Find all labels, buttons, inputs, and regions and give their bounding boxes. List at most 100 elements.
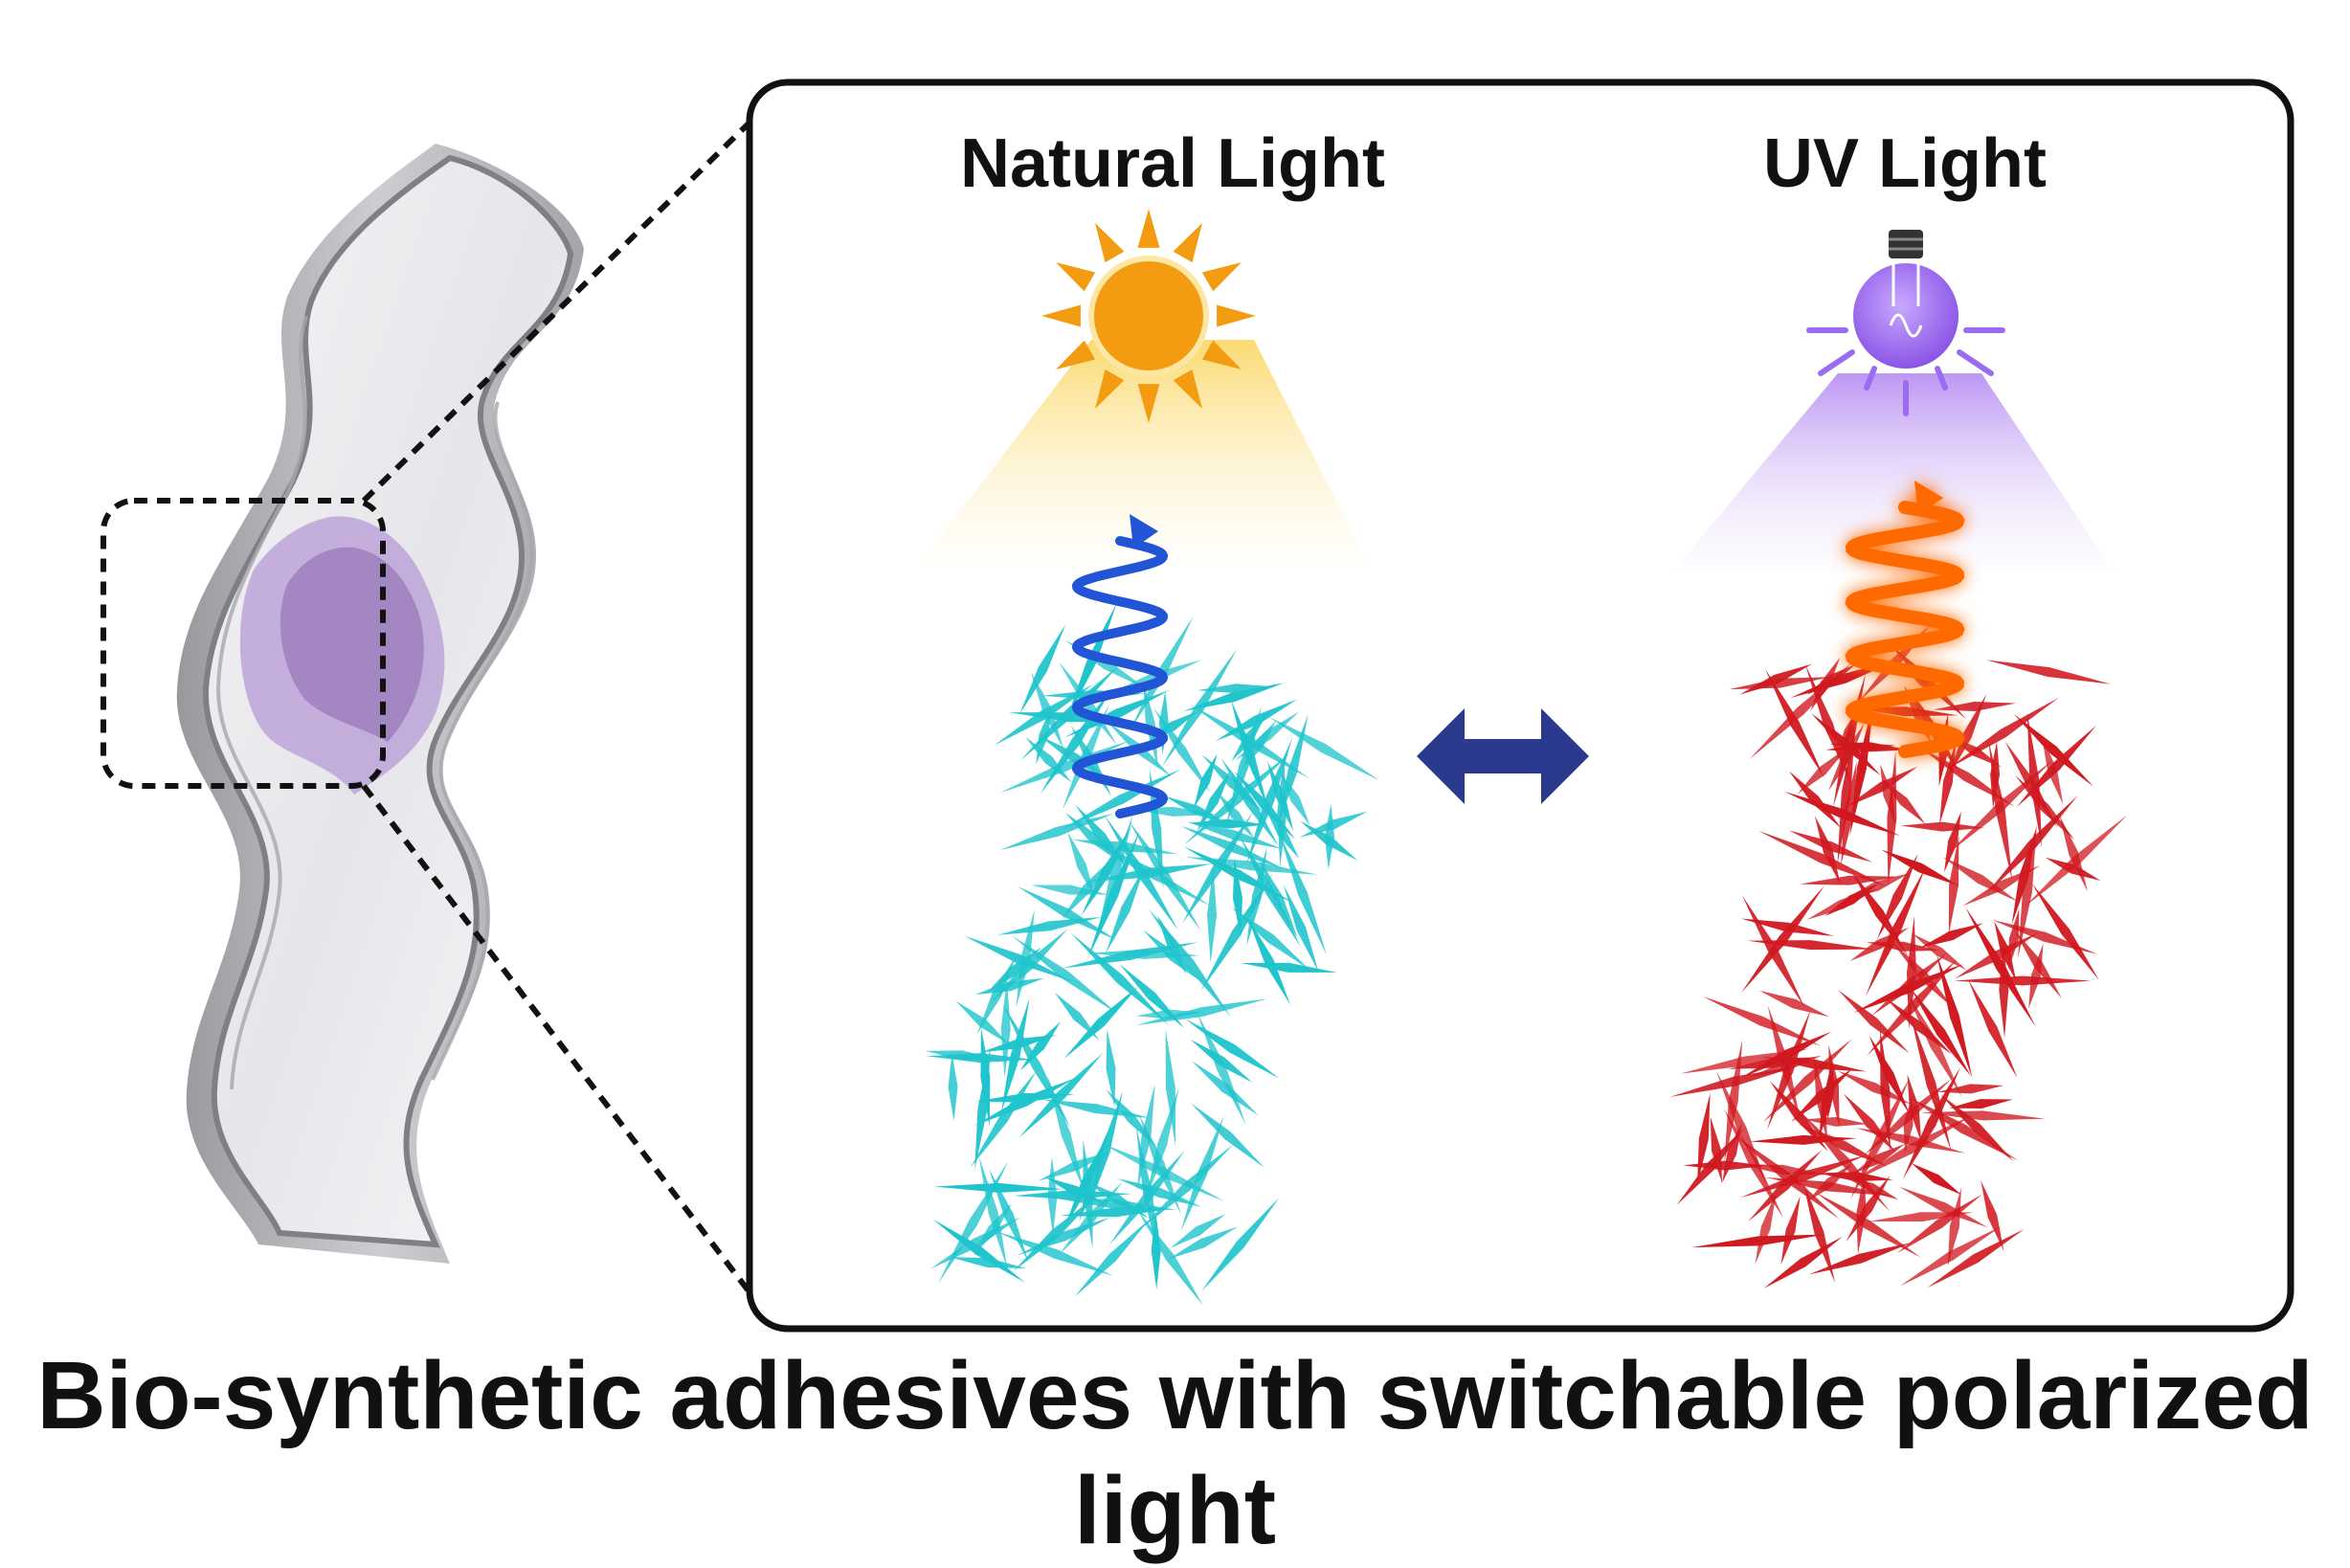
fiber-rod [1000, 979, 1011, 1079]
fiber-rod [1193, 753, 1218, 809]
fiber-rod [1062, 942, 1198, 969]
fiber-rod [1865, 866, 1926, 997]
helix-arrowhead [1914, 481, 1943, 515]
fiber-rod [1757, 830, 1888, 887]
fiber-rod [1230, 907, 1309, 970]
fiber-rod [1036, 706, 1052, 765]
fiber-rod [1683, 1160, 1768, 1171]
sun-ray [1201, 262, 1242, 292]
fiber-rod [2026, 712, 2042, 848]
fiber-rod [948, 1053, 958, 1122]
sun-ray [1041, 304, 1081, 327]
fiber-rod [1019, 1020, 1062, 1071]
fiber-rod [1017, 885, 1117, 941]
fiber-rod [1044, 1176, 1106, 1204]
fiber-rod [1803, 1116, 1869, 1127]
fiber-rod [1170, 1214, 1226, 1248]
fiber-rod [2042, 737, 2064, 805]
helix-strand [1071, 536, 1169, 818]
fiber-rod [1149, 769, 1164, 889]
fiber-rod [1741, 1031, 1832, 1078]
fiber-rod [2014, 930, 2062, 998]
fiber-rod [1190, 1103, 1265, 1168]
fiber-rod [1723, 1109, 1784, 1219]
fiber-rod [975, 1092, 1075, 1103]
fiber-rod [1841, 761, 1857, 866]
fiber-rod [1948, 835, 1959, 935]
fiber-rod [1267, 716, 1379, 781]
fiber-rod [1087, 831, 1140, 958]
fiber-rod [1197, 683, 1276, 694]
fiber-rod [1161, 648, 1238, 767]
fiber-rod [1106, 864, 1146, 954]
fiber-rod [1283, 885, 1319, 973]
fiber-rod [1715, 1070, 1767, 1186]
fiber-rod [1140, 1144, 1234, 1229]
fiber-rod [1755, 1192, 1777, 1265]
fiber-rod [1869, 1035, 1910, 1114]
fiber-rod [1920, 1110, 2046, 1121]
fiber-rod [1981, 1180, 2004, 1252]
fiber-rod [1740, 918, 1834, 936]
film-inner-stripe [431, 401, 534, 1081]
fiber-rod [1741, 885, 1825, 994]
fiber-rod [950, 1257, 1026, 1268]
fiber-rod [1798, 1124, 1888, 1167]
fiber-rod [1881, 849, 1959, 886]
fiber-rod [1165, 795, 1228, 824]
sun-ray [1173, 223, 1202, 263]
fiber-rod [1965, 907, 2036, 1027]
fiber-rod [1807, 1163, 1852, 1201]
fiber-rod [1949, 760, 2052, 853]
fiber-rod [1724, 1039, 1743, 1163]
fiber-rod [1940, 1094, 2014, 1161]
fiber-rod [1180, 1115, 1224, 1232]
fiber-rod [2008, 908, 2020, 970]
fiber-rod [1954, 975, 2092, 986]
fiber-rod [1070, 932, 1170, 1026]
fiber-rod [1846, 766, 1918, 808]
fiber-rod [996, 1231, 1114, 1276]
fiber-rod [1802, 1181, 1836, 1284]
fiber-rod [1117, 1178, 1202, 1207]
fiber-rod [1937, 1084, 2004, 1094]
fiber-rod [1849, 700, 1874, 837]
fiber-rod [1985, 660, 2112, 684]
fiber-rod [1780, 1196, 1801, 1266]
fiber-rod [1900, 821, 1985, 832]
fiber-rod [1138, 1113, 1181, 1215]
fiber-rod [1135, 998, 1268, 1026]
fiber-rod [1899, 1186, 1988, 1228]
fiber-rod [1814, 815, 1842, 885]
uv-helix [1845, 481, 1965, 758]
fiber-rod [1864, 1078, 1952, 1155]
fiber-rod [1867, 958, 1958, 1057]
uv-bulb-icon [1806, 230, 2005, 416]
fiber-rod [1788, 771, 1842, 829]
fiber-rod [1758, 990, 1829, 1018]
fiber-rod [1888, 642, 1967, 720]
fiber-rod [1947, 694, 1987, 778]
sun-ray [1056, 340, 1096, 370]
fiber-rod [1843, 873, 1911, 900]
fiber-rod [1217, 792, 1255, 840]
fiber-rod [926, 1053, 1034, 1064]
fiber-rod [1838, 990, 1910, 1054]
fiber-rod [1933, 702, 2017, 711]
fiber-rod [964, 935, 1074, 982]
fiber-rod [1012, 935, 1119, 1015]
fiber-rod [1739, 1154, 1869, 1198]
fiber-rod [1986, 795, 2078, 894]
fiber-rod [1153, 707, 1211, 794]
uv-light-title: UV Light [1763, 125, 2047, 202]
fiber-rod [1784, 791, 1901, 837]
fiber-rod [974, 977, 1044, 996]
fiber-rod [1747, 940, 1874, 951]
natural-light-title: Natural Light [960, 125, 1385, 202]
fiber-rod [1215, 699, 1298, 742]
fiber-rod [1128, 819, 1201, 931]
fiber-rod [1902, 1066, 1961, 1179]
fiber-rod [980, 1034, 1057, 1053]
sun-light-beam [919, 340, 1369, 565]
fiber-rod [1906, 992, 1962, 1098]
